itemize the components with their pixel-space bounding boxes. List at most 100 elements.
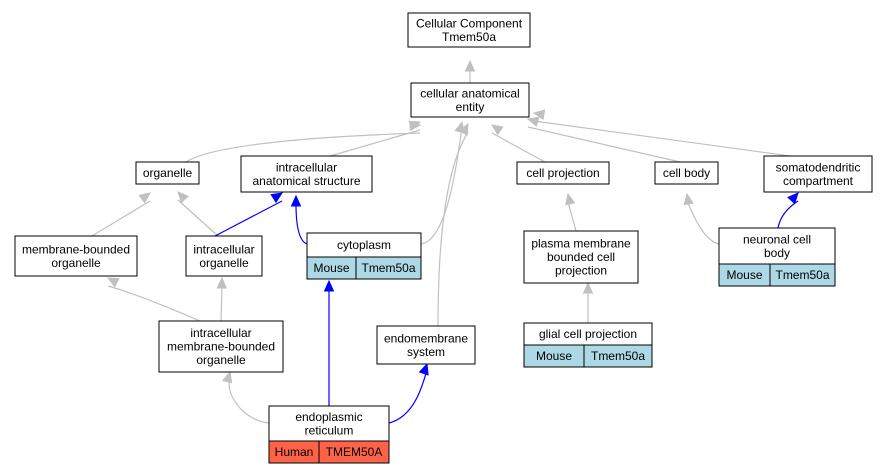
arrowhead-er-to-imbo — [222, 370, 233, 384]
arrowhead-neuronal-to-cellbody — [683, 192, 694, 206]
node-box — [240, 155, 373, 193]
arrowhead-glial-to-pmbcp — [582, 281, 594, 294]
edge-io-to-organelle — [177, 199, 219, 237]
node-label-line: membrane-bounded — [22, 242, 130, 256]
node-box — [158, 320, 284, 373]
edge-organelle-to-cae — [185, 132, 421, 163]
edge-somato-to-cae — [533, 120, 791, 157]
node-box — [407, 12, 531, 48]
node-label-line: entity — [456, 100, 485, 114]
node-label-line: glial cell projection — [539, 327, 637, 341]
node-label-line: endomembrane — [384, 331, 468, 345]
species-tag: Mouse — [536, 349, 572, 363]
arrowhead-somato-to-cae — [532, 109, 546, 120]
arrowhead-mbo-to-organelle — [138, 192, 151, 204]
node-box — [763, 155, 873, 193]
edge-imbo-to-mbo — [107, 285, 201, 322]
arrowhead-io-to-organelle — [177, 191, 189, 204]
node-box — [654, 161, 719, 185]
gene-tag: TMEM50A — [326, 445, 383, 459]
arrowhead-imbo-to-io — [216, 276, 228, 289]
arrowhead-neuronal-to-somato — [787, 192, 799, 205]
node-label-line: cell projection — [526, 166, 599, 180]
edge-imbo-to-io — [220, 285, 223, 322]
gene-tag-box — [355, 256, 422, 280]
node-label-line: projection — [555, 264, 607, 278]
node-label-line: compartment — [783, 174, 854, 188]
arrowhead-er-to-endomem — [418, 362, 429, 376]
node-label-line: intracellular — [190, 326, 251, 340]
gene-tag: Tmem50a — [775, 268, 829, 282]
edge-cytoplasm-to-ias — [295, 203, 308, 245]
node-label-line: organelle — [199, 256, 249, 270]
node-label-line: organelle — [196, 353, 246, 367]
edge-neuronal-to-cellbody — [686, 201, 720, 245]
node-label-line: neuronal cell — [743, 232, 811, 246]
arrowhead-er-to-cytoplasm — [323, 279, 335, 292]
edge-er-to-endomem — [388, 371, 428, 424]
node-box — [185, 235, 263, 277]
arrowhead-io-to-ias — [270, 192, 284, 204]
node-label-line: intracellular — [193, 242, 254, 256]
edge-er-to-imbo — [228, 379, 270, 424]
arrowhead-imbo-to-mbo — [106, 277, 120, 288]
node-label-line: organelle — [51, 256, 101, 270]
arrowhead-cellproj-to-cae — [491, 124, 504, 136]
gene-tag-box — [318, 440, 390, 464]
edge-ias-to-cae — [329, 129, 421, 157]
gene-tag: Tmem50a — [361, 261, 415, 275]
edge-cytoplasm-to-cae — [420, 129, 463, 245]
edge-neuronal-to-somato — [777, 200, 799, 229]
edge-cellproj-to-cae — [491, 132, 546, 163]
edge-mbo-to-organelle — [91, 200, 151, 237]
edge-io-to-ias — [214, 200, 283, 237]
node-label-line: Cellular Component — [416, 16, 523, 30]
edge-pmbcp-to-cellproj — [567, 201, 577, 232]
node-box — [14, 235, 138, 277]
gene-tag-box — [583, 344, 653, 368]
edge-endomem-to-cae — [437, 131, 469, 327]
arrowhead-pmbcp-to-cellproj — [565, 192, 576, 206]
node-cellproj[interactable]: cell projection — [516, 161, 610, 185]
node-label-line: body — [764, 246, 790, 260]
edges-layer — [91, 59, 799, 424]
gene-tag: Tmem50a — [591, 349, 645, 363]
arrowhead-cytoplasm-to-ias — [290, 194, 302, 207]
node-label-line: cytoplasm — [337, 238, 391, 252]
node-box — [516, 161, 610, 185]
node-label-line: Tmem50a — [442, 30, 496, 44]
node-label-line: endoplasmic — [295, 410, 362, 424]
node-label-line: membrane-bounded — [167, 340, 275, 354]
species-tag: Human — [275, 445, 314, 459]
node-box — [135, 161, 200, 185]
node-cellbody[interactable]: cell body — [654, 161, 719, 185]
edge-cellbody-to-cae — [527, 126, 681, 163]
species-tag: Mouse — [313, 261, 349, 275]
node-label-line: reticulum — [305, 423, 354, 437]
node-label-line: anatomical structure — [252, 174, 360, 188]
node-label-line: system — [407, 345, 445, 359]
node-box — [410, 82, 530, 118]
node-box — [523, 230, 639, 284]
arrowhead-cae-to-root — [464, 59, 476, 72]
node-label-line: cellular anatomical — [420, 86, 519, 100]
node-organelle[interactable]: organelle — [135, 161, 200, 185]
node-box — [376, 325, 476, 365]
arrowhead-endomem-to-cae — [458, 122, 469, 136]
node-label-line: cell body — [663, 166, 710, 180]
